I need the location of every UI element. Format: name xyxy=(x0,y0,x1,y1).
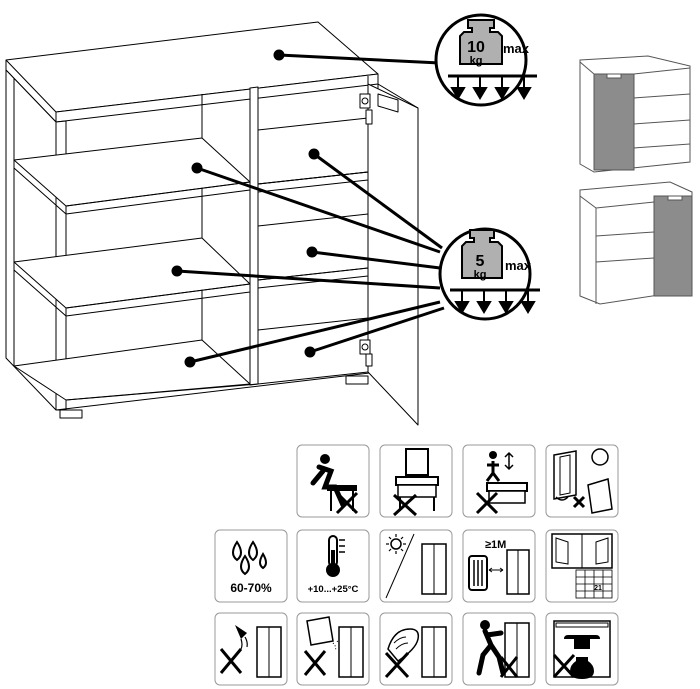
humidity-label: 60-70% xyxy=(230,581,272,595)
calendar-label: 21 xyxy=(594,585,602,592)
variant-door-right xyxy=(579,181,693,305)
leader-shelf-right-1 xyxy=(313,152,443,250)
no-standing-icon xyxy=(379,444,453,518)
down-arrows-icon xyxy=(450,76,532,100)
variant-door-left xyxy=(579,55,691,173)
leader-shelf-left-1 xyxy=(196,166,441,254)
shelf-right-3 xyxy=(257,317,369,331)
leader-bottom-left xyxy=(189,300,441,364)
temperature-icon: +10...+25°C xyxy=(296,529,370,603)
shelf-left-2-front xyxy=(65,283,251,317)
leader-lines xyxy=(171,49,445,368)
load-shelf-unit: kg xyxy=(474,269,487,281)
no-climbing-icon xyxy=(462,444,536,518)
center-divider xyxy=(249,86,259,386)
no-heavy-objects-icon xyxy=(545,612,619,686)
leader-dot xyxy=(304,346,316,358)
no-liquids-icon xyxy=(214,612,288,686)
hinge-top xyxy=(359,93,399,125)
cabinet-door-edge xyxy=(377,83,419,109)
leader-top xyxy=(278,53,441,65)
leader-dot-top xyxy=(273,49,285,61)
no-pushing-icon xyxy=(462,612,536,686)
leader-dot xyxy=(184,356,196,368)
foot-left xyxy=(59,409,83,419)
distance-from-heater-icon: ≥1M xyxy=(462,529,536,603)
cabinet-drawing xyxy=(5,21,419,426)
foot-right xyxy=(345,375,369,385)
no-abrasive-cleaning-icon xyxy=(379,612,453,686)
calendar-icon xyxy=(575,569,613,599)
cabinet-door xyxy=(367,83,419,426)
no-sitting-icon xyxy=(296,444,370,518)
bottom-front-2 xyxy=(65,371,369,401)
load-tag-top: 10 kg max xyxy=(434,13,537,107)
ventilation-calendar-icon: 21 xyxy=(545,529,619,603)
leader-shelf-right-2 xyxy=(311,250,441,270)
no-door-tipping-icon xyxy=(545,444,619,518)
temperature-label: +10...+25°C xyxy=(308,584,359,595)
no-sunlight-icon xyxy=(379,529,453,603)
weight-icon xyxy=(459,19,503,65)
leader-dot xyxy=(308,148,320,160)
bottom-front xyxy=(55,371,379,411)
load-top-number: 10 xyxy=(467,39,485,56)
load-shelf-number: 5 xyxy=(476,253,485,270)
hinge-bottom xyxy=(359,339,373,367)
leader-shelf-left-2 xyxy=(176,269,441,290)
no-chemicals-icon xyxy=(296,612,370,686)
leader-dot xyxy=(191,162,203,174)
shelf-left-1-side xyxy=(13,160,67,215)
care-icon-grid: 60-70% +10...+25°C xyxy=(214,444,619,686)
load-top-suffix: max xyxy=(503,41,530,56)
shelf-left-2-side xyxy=(13,262,67,317)
weight-icon xyxy=(461,229,503,279)
leader-bottom-right xyxy=(309,306,445,354)
leader-dot xyxy=(171,265,183,277)
humidity-icon: 60-70% xyxy=(214,529,288,603)
load-shelf-suffix: max xyxy=(505,258,532,273)
bottom-board xyxy=(13,339,251,401)
load-top-unit: kg xyxy=(470,55,483,67)
distance-label: ≥1M xyxy=(485,539,506,551)
load-tag-shelf: 5 kg max xyxy=(438,227,540,321)
down-arrows-icon xyxy=(454,290,536,314)
leader-dot xyxy=(306,246,318,258)
